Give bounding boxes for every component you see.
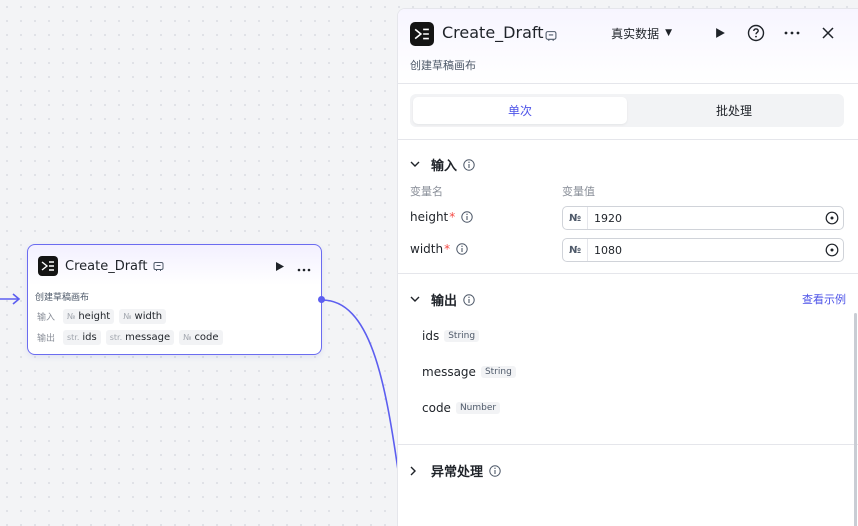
- output-section-title: 输出: [431, 294, 458, 309]
- caret-down-icon: ▼: [665, 28, 672, 38]
- chevron-down-icon: [410, 296, 424, 303]
- number-type-icon: №: [563, 239, 588, 261]
- divider: [398, 139, 858, 140]
- height-value-input[interactable]: № 1920: [562, 206, 844, 230]
- var-name-height: height*: [410, 210, 473, 224]
- type-badge: Number: [455, 402, 501, 414]
- panel-run-icon[interactable]: [710, 23, 730, 43]
- info-icon[interactable]: [461, 211, 473, 223]
- tab-batch[interactable]: 批处理: [715, 104, 752, 118]
- output-item-code: code Number: [422, 401, 501, 415]
- output-section-header[interactable]: 输出: [410, 290, 475, 309]
- panel-plugin-icon: [410, 22, 434, 46]
- info-icon[interactable]: [463, 158, 475, 171]
- data-mode-dropdown[interactable]: 真实数据 ▼: [611, 26, 672, 41]
- output-label: 输出: [37, 334, 56, 344]
- info-icon[interactable]: [456, 243, 468, 255]
- col-variable-name: 变量名: [410, 185, 443, 198]
- output-chip-ids: str.ids: [63, 330, 101, 345]
- col-variable-value: 变量值: [562, 185, 595, 198]
- close-icon[interactable]: [818, 23, 838, 43]
- node-header: Create_Draft: [38, 255, 311, 277]
- panel-scrollbar[interactable]: [854, 313, 857, 526]
- type-badge: String: [444, 330, 480, 342]
- help-icon[interactable]: [746, 23, 766, 43]
- view-example-link[interactable]: 查看示例: [802, 293, 846, 306]
- panel-plugin-badge-icon: [545, 27, 557, 46]
- required-mark: *: [444, 242, 451, 256]
- var-name-width: width*: [410, 242, 468, 256]
- width-value-input[interactable]: № 1080: [562, 238, 844, 262]
- panel-title: Create_Draft: [442, 23, 544, 42]
- input-label: 输入: [37, 313, 56, 323]
- required-mark: *: [449, 210, 456, 224]
- node-run-icon[interactable]: [275, 257, 285, 276]
- info-icon[interactable]: [489, 464, 501, 477]
- output-chip-message: str.message: [105, 330, 175, 345]
- plugin-app-icon: [38, 256, 58, 276]
- divider: [398, 83, 858, 84]
- info-icon[interactable]: [463, 293, 475, 306]
- node-title: Create_Draft: [65, 258, 148, 274]
- exception-section-header[interactable]: 异常处理: [410, 461, 501, 480]
- panel-more-icon[interactable]: [782, 23, 802, 43]
- run-mode-tabs: 单次 批处理: [410, 94, 844, 127]
- reference-target-icon[interactable]: [825, 211, 839, 225]
- node-more-icon[interactable]: [297, 257, 311, 276]
- node-output-port[interactable]: [318, 296, 325, 303]
- output-item-message: message String: [422, 365, 516, 379]
- node-detail-panel: Create_Draft 真实数据 ▼ 创建草稿画布 单次: [397, 8, 858, 526]
- plugin-badge-icon: [153, 261, 164, 272]
- number-type-icon: №: [563, 207, 588, 229]
- divider: [398, 273, 858, 274]
- panel-header: Create_Draft 真实数据 ▼ 创建草稿画布: [398, 9, 858, 83]
- type-badge: String: [480, 366, 516, 378]
- divider: [398, 444, 858, 445]
- chevron-right-icon: [410, 466, 424, 476]
- input-section-header[interactable]: 输入: [410, 155, 475, 174]
- exception-section-title: 异常处理: [431, 465, 484, 480]
- input-section-title: 输入: [431, 159, 458, 174]
- outgoing-edge[interactable]: [321, 299, 399, 471]
- node-description: 创建草稿画布: [35, 293, 90, 303]
- output-item-ids: ids String: [422, 329, 480, 343]
- tab-single[interactable]: 单次: [413, 97, 627, 124]
- panel-description: 创建草稿画布: [410, 59, 476, 72]
- incoming-edge-arrow: [12, 293, 21, 305]
- chevron-down-icon: [410, 161, 424, 168]
- reference-target-icon[interactable]: [825, 243, 839, 257]
